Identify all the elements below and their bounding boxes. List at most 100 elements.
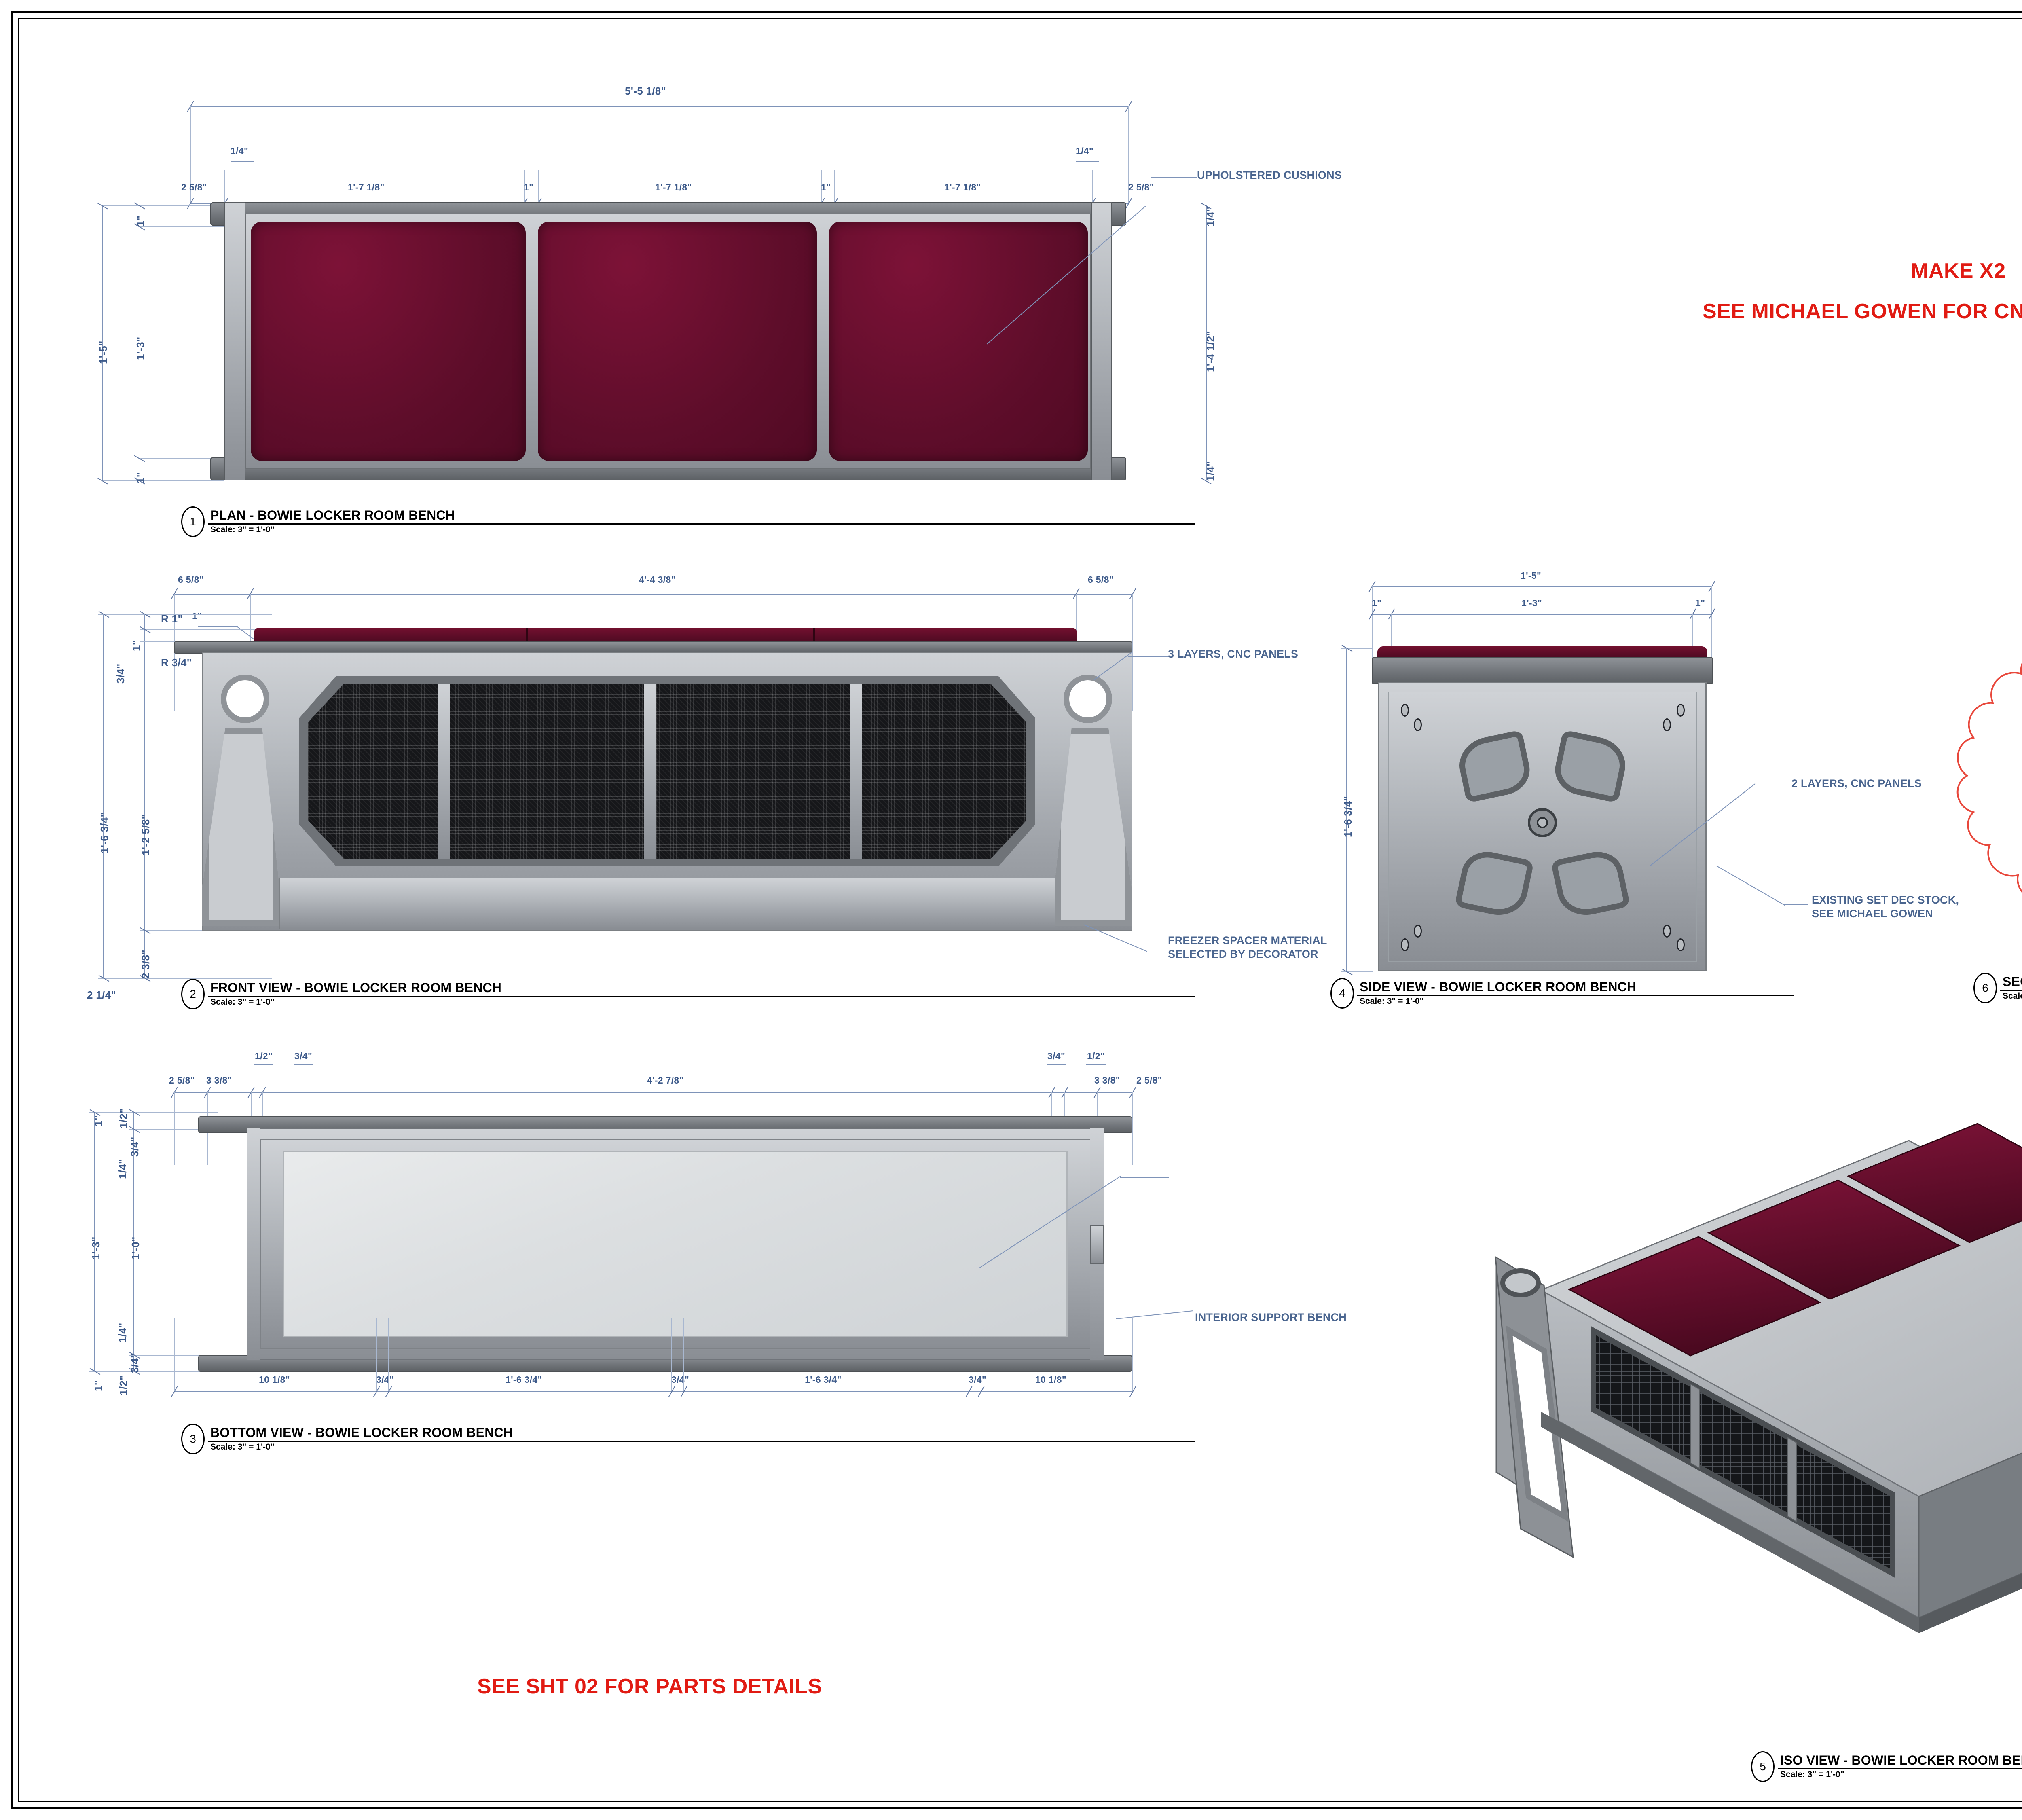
dim-bot-bottom-1: 3/4" <box>376 1374 394 1385</box>
dim-underline <box>254 1064 273 1065</box>
dim-bot-left-8: 1" <box>92 1380 104 1391</box>
sheet-border-inner <box>18 18 2022 1802</box>
side-rail <box>1372 657 1713 684</box>
dim-bot-top-1: 3 3/8" <box>206 1075 232 1086</box>
view-title-rule <box>1357 995 1794 996</box>
ext-line <box>376 1318 377 1391</box>
front-apron <box>279 878 1055 929</box>
ext-line <box>129 1129 218 1130</box>
dim-bot-left-3: 1/2" <box>117 1108 129 1128</box>
view-number-bubble: 5 <box>1751 1751 1775 1782</box>
ext-line <box>671 1318 672 1391</box>
dim-bot-top-2: 1/2" <box>255 1051 273 1061</box>
dim-line <box>1346 648 1347 971</box>
dim-line <box>1372 614 1711 615</box>
dim-bot-bottom-5: 3/4" <box>969 1374 987 1385</box>
ext-line <box>190 106 191 203</box>
dim-underline <box>1076 161 1099 162</box>
dim-side-mid-2: 1" <box>1695 598 1705 608</box>
dim-underline <box>1086 1064 1106 1065</box>
sheet-border-outer <box>11 11 2022 1809</box>
dim-front-left-0: 1'-6 3/4" <box>98 812 110 853</box>
dim-bot-left-2: 1" <box>92 1115 104 1126</box>
note-2-layers-cnc: 2 LAYERS, CNC PANELS <box>1791 777 1922 789</box>
screw-icon <box>1414 925 1422 938</box>
ext-line <box>140 641 277 642</box>
ext-line <box>1128 106 1129 203</box>
scallop-border <box>1956 662 2022 893</box>
plan-view-group: 5'-5 1/8" 2 5/8" 1/4" 1'-7 1/8" 1" 1'-7 … <box>0 0 1342 550</box>
dim-underline <box>1047 1064 1066 1065</box>
note-existing-set-dec-2: SEE MICHAEL GOWEN <box>1812 908 1933 920</box>
view-scale-text: Scale: 3" = 1'-0" <box>1360 997 1424 1006</box>
ext-line <box>1092 170 1093 214</box>
view-title-rule <box>208 996 1195 997</box>
dim-plan-top-7: 1/4" <box>1076 146 1094 156</box>
dim-front-left-1: 1'-2 5/8" <box>140 814 152 855</box>
view-title-text: SECT ELEV - LOCKER ROOM BENCH <box>2003 974 2022 989</box>
note-upholstered-cushions: UPHOLSTERED CUSHIONS <box>1197 169 1342 181</box>
ext-line <box>1711 586 1712 679</box>
note-existing-set-dec-1: EXISTING SET DEC STOCK, <box>1812 894 1959 906</box>
plan-cushion-3 <box>829 222 1088 461</box>
ext-line <box>98 978 272 979</box>
dim-plan-left-2: 1" <box>134 215 146 226</box>
iso-view-group: 5 ISO VIEW - BOWIE LOCKER ROOM BENCH Sca… <box>1472 1011 2022 1804</box>
ext-line <box>683 1318 684 1391</box>
bottom-view-group: 2 5/8" 3 3/8" 1/2" 3/4" 4'-2 7/8" 3/4" 1… <box>0 1035 1347 1505</box>
dim-bot-bottom-0: 10 1/8" <box>259 1374 290 1385</box>
dim-bot-left-1: 1'-0" <box>129 1236 142 1260</box>
dim-bot-left-9: 1/2" <box>117 1375 129 1395</box>
dim-bot-bottom-6: 10 1/8" <box>1035 1374 1066 1385</box>
dim-plan-top-2: 1'-7 1/8" <box>348 182 385 193</box>
ext-line <box>140 226 224 227</box>
view-title-text: PLAN - BOWIE LOCKER ROOM BENCH <box>210 508 455 523</box>
mesh-divider <box>644 684 656 859</box>
leader-line <box>1120 1177 1169 1178</box>
dim-bot-left-4: 3/4" <box>129 1136 141 1157</box>
view-title-text: FRONT VIEW - BOWIE LOCKER ROOM BENCH <box>210 980 502 995</box>
dim-underline <box>294 1064 313 1065</box>
plan-upright-left <box>224 202 245 480</box>
side-cushion <box>1377 646 1707 658</box>
view-scale-text: Scale: 3" = 1'-0" <box>210 1442 275 1452</box>
dim-underline <box>231 161 254 162</box>
view-title-text: SIDE VIEW - BOWIE LOCKER ROOM BENCH <box>1360 980 1637 994</box>
ext-line <box>98 614 272 615</box>
view-scale-text: Scale: 3" = 1'-0" <box>210 525 275 534</box>
dim-side-left-0: 1'-6 3/4" <box>1342 796 1354 837</box>
plan-cushion-2 <box>538 222 817 461</box>
note-interior-support: INTERIOR SUPPORT BENCH <box>1195 1311 1347 1323</box>
leader-line <box>1151 177 1197 178</box>
dim-side-mid-0: 1" <box>1372 598 1382 608</box>
dim-plan-top-1: 1/4" <box>231 146 249 156</box>
view-scale-text: Scale: 3" = 1'-0" <box>210 997 275 1007</box>
front-cushion-strip <box>254 628 1077 642</box>
dim-line <box>174 594 1132 595</box>
dim-line <box>1206 205 1207 480</box>
dim-line <box>1372 586 1711 587</box>
ext-line <box>102 480 224 481</box>
view-scale-text: Scale: 3" = 1'-0" <box>1780 1770 1844 1779</box>
dim-bot-bottom-2: 1'-6 3/4" <box>506 1374 542 1385</box>
view-title-rule <box>2000 990 2022 991</box>
callout-cnc-files: SEE MICHAEL GOWEN FOR CNC FILES <box>1703 300 2022 323</box>
leader-line <box>1716 866 1785 906</box>
ext-line <box>174 1092 175 1165</box>
callout-make-x2: MAKE X2 <box>1911 259 2006 283</box>
dim-side-top-0: 1'-5" <box>1521 570 1542 581</box>
plan-upright-right <box>1091 202 1112 480</box>
dim-plan-right-0: 1/4" <box>1204 206 1216 226</box>
screw-icon <box>1401 704 1409 717</box>
leader-line <box>1116 1310 1193 1319</box>
dim-front-left-4: 1" <box>130 640 142 651</box>
front-mesh-panel <box>308 684 1026 859</box>
dim-plan-top-5: 1" <box>821 182 831 193</box>
sect-elev-group: 6 SECT ELEV - LOCKER ROOM BENCH Scale: 3… <box>1893 582 2022 1035</box>
view-number-bubble: 1 <box>181 506 205 537</box>
dim-radius-1: R 1" <box>161 613 183 625</box>
view-title-rule <box>208 1441 1195 1442</box>
dim-line <box>190 106 1128 107</box>
ext-line <box>388 1318 389 1391</box>
dim-front-left-2: 2 3/8" <box>140 950 152 979</box>
